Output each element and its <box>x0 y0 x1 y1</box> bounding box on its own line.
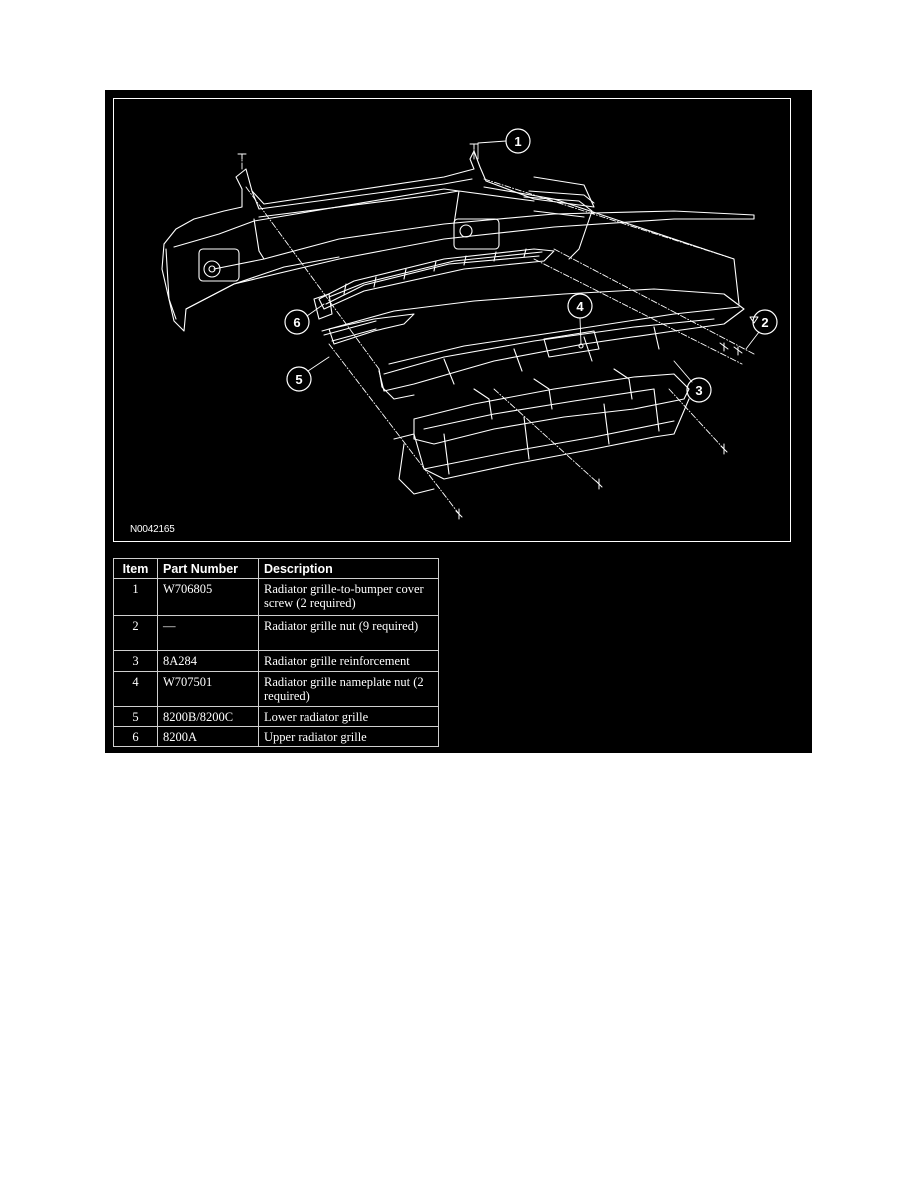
header-item: Item <box>113 558 158 579</box>
callout-2-label: 2 <box>761 315 768 330</box>
callout-6-circle <box>284 309 310 335</box>
lower-grille-drawing <box>323 313 690 495</box>
cell-item: 3 <box>113 650 158 672</box>
fastener-leaders <box>241 143 755 515</box>
parts-table: Item Part Number Description 1 W706805 R… <box>113 558 439 747</box>
table-row: 2 — Radiator grille nut (9 required) <box>113 615 439 651</box>
callout-3-circle <box>686 377 712 403</box>
table-row: 4 W707501 Radiator grille nameplate nut … <box>113 671 439 707</box>
header-part-number: Part Number <box>157 558 259 579</box>
table-row: 5 8200B/8200C Lower radiator grille <box>113 706 439 727</box>
table-row: 3 8A284 Radiator grille reinforcement <box>113 650 439 672</box>
cell-description: Radiator grille-to-bumper cover screw (2… <box>258 578 439 616</box>
cell-part-number: W707501 <box>157 671 259 707</box>
exploded-view-figure: 1 2 3 4 5 6 N0042165 <box>113 98 791 542</box>
callout-4-circle <box>567 293 593 319</box>
cell-description: Radiator grille nut (9 required) <box>258 615 439 651</box>
callout-leaders <box>306 140 760 383</box>
cell-part-number: 8200A <box>157 726 259 747</box>
cell-item: 5 <box>113 706 158 727</box>
table-row: 1 W706805 Radiator grille-to-bumper cove… <box>113 578 439 616</box>
cell-part-number: W706805 <box>157 578 259 616</box>
cell-item: 6 <box>113 726 158 747</box>
callout-5-label: 5 <box>295 372 302 387</box>
radiator-grille-drawing: 1 2 3 4 5 6 <box>161 128 778 520</box>
bumper-cover-drawing <box>161 150 755 332</box>
cell-description: Upper radiator grille <box>258 726 439 747</box>
cell-description: Lower radiator grille <box>258 706 439 727</box>
cell-item: 2 <box>113 615 158 651</box>
cell-item: 1 <box>113 578 158 616</box>
cell-description: Radiator grille reinforcement <box>258 650 439 672</box>
callout-6-label: 6 <box>293 315 300 330</box>
callout-3-label: 3 <box>695 383 702 398</box>
header-description: Description <box>258 558 439 579</box>
callout-1-circle <box>505 128 531 154</box>
cell-part-number: 8A284 <box>157 650 259 672</box>
callout-circles <box>284 128 778 403</box>
table-header-row: Item Part Number Description <box>113 558 439 579</box>
grille-reinforcement-drawing <box>321 288 745 400</box>
callout-5-circle <box>286 366 312 392</box>
table-row: 6 8200A Upper radiator grille <box>113 726 439 747</box>
cell-part-number: — <box>157 615 259 651</box>
cell-item: 4 <box>113 671 158 707</box>
callout-4-label: 4 <box>576 299 584 314</box>
fastener-glyphs <box>237 143 759 520</box>
cell-part-number: 8200B/8200C <box>157 706 259 727</box>
diagram-panel: 1 2 3 4 5 6 N0042165 Item Part Number De… <box>105 90 812 753</box>
upper-grille-drawing <box>313 248 555 320</box>
callout-2-circle <box>752 309 778 335</box>
figure-id-label: N0042165 <box>130 524 175 535</box>
callout-1-label: 1 <box>514 134 521 149</box>
cell-description: Radiator grille nameplate nut (2 require… <box>258 671 439 707</box>
